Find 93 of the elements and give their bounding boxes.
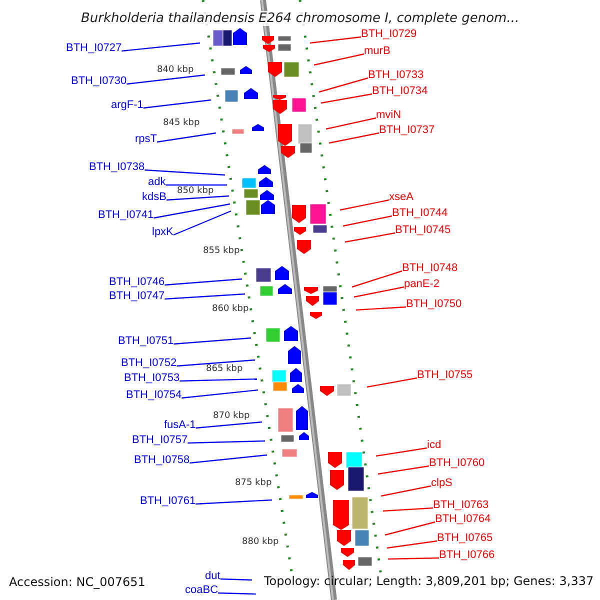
gene-label: BTH_I0746 [109, 277, 165, 288]
leader-line [218, 592, 256, 595]
leader-line [173, 210, 232, 236]
leader-line [190, 454, 268, 464]
gene-label: BTH_I0766 [439, 550, 495, 561]
leader-line [196, 499, 272, 505]
gene-label: BTH_I0741 [98, 210, 154, 221]
gene-label: BTH_I0755 [417, 370, 473, 381]
gene-label: BTH_I0765 [437, 533, 493, 544]
gene-label: icd [427, 440, 442, 451]
tick-label: 860 kbp [211, 304, 250, 314]
leader-line [318, 77, 368, 93]
leader-line [310, 36, 362, 44]
gene-label: argF-1 [111, 100, 144, 111]
gene-label: BTH_I0747 [109, 291, 165, 302]
gene-label: murB [364, 46, 390, 57]
leader-line [380, 485, 432, 497]
leader-line [220, 578, 252, 581]
gene-label: BTH_I0758 [134, 455, 190, 466]
tick-label: 840 kbp [156, 66, 195, 74]
gene-label: BTH_I0763 [433, 500, 489, 511]
gene-label: BTH_I0729 [361, 29, 417, 40]
tick-label: 855 kbp [202, 246, 241, 256]
accession-text: Accession: NC_007651 [9, 576, 146, 588]
gene-label: rpsT [135, 134, 157, 145]
gene-label: BTH_I0753 [124, 373, 180, 384]
gene-label: fusA-1 [164, 420, 196, 431]
leader-line [164, 293, 246, 300]
leader-line [164, 278, 242, 286]
gene-label: BTH_I0738 [89, 162, 145, 173]
leader-line [366, 377, 418, 388]
leader-line [320, 93, 372, 104]
leader-line [143, 99, 212, 109]
gene-label: BTH_I0737 [379, 125, 435, 136]
gene-label: BTH_I0754 [126, 390, 182, 401]
leader-line [182, 389, 258, 399]
gene-label: adk [148, 177, 166, 188]
leader-line [180, 378, 258, 382]
gene-label: coaBC [185, 585, 218, 596]
gene-label: BTH_I0752 [121, 358, 177, 369]
leader-line [388, 557, 440, 560]
leader-line [176, 359, 256, 367]
leader-line [340, 199, 390, 211]
leader-line [326, 117, 376, 130]
leader-line [126, 74, 206, 85]
tick-label: 870 kbp [212, 412, 251, 420]
gene-label: kdsB [142, 192, 166, 203]
tick-label: 850 kbp [176, 186, 215, 196]
leader-line [144, 169, 226, 176]
gene-label: dut [205, 571, 220, 582]
tick-label: 880 kbp [241, 538, 280, 546]
gene-label: BTH_I0757 [132, 435, 188, 446]
leader-line [378, 465, 430, 475]
gene-label: lpxK [152, 227, 174, 238]
summary-text: Topology: circular; Length: 3,809,201 bp; Genes: 3,337 [264, 575, 594, 587]
tick-label: 865 kbp [205, 364, 244, 374]
gene-label: BTH_I0745 [395, 225, 451, 236]
leader-line [376, 447, 428, 457]
gene-label: BTH_I0751 [118, 336, 174, 347]
leader-line [166, 195, 230, 201]
gene-label: clpS [431, 478, 452, 489]
gene-label: BTH_I0750 [406, 299, 462, 310]
gene-label: BTH_I0734 [372, 86, 428, 97]
tick-label: 845 kbp [162, 118, 201, 128]
gene-label: panE-2 [404, 279, 440, 290]
leader-line [174, 337, 252, 345]
gene-label: BTH_I0730 [71, 76, 127, 87]
leader-line [384, 521, 436, 536]
tick-label: 875 kbp [234, 478, 273, 488]
leader-line [196, 421, 262, 429]
leader-line [342, 215, 392, 227]
leader-line [354, 286, 404, 298]
leader-line [166, 184, 227, 186]
leader-line [386, 540, 438, 549]
leader-line [344, 232, 396, 243]
leader-line [154, 203, 230, 219]
leader-line [382, 507, 434, 512]
leader-line [352, 270, 402, 288]
leader-line [356, 306, 406, 311]
gene-label: BTH_I0760 [429, 458, 485, 469]
gene-label: BTH_I0748 [402, 263, 458, 274]
leader-line [156, 132, 216, 143]
gene-label: mviN [376, 110, 402, 121]
gene-label: xseA [389, 192, 414, 203]
leader-line [314, 53, 364, 66]
leader-line [122, 42, 200, 52]
gene-label: BTH_I0764 [435, 514, 491, 525]
gene-label: BTH_I0744 [392, 208, 448, 219]
gene-label: BTH_I0727 [66, 43, 122, 54]
gene-label: BTH_I0733 [368, 70, 424, 81]
leader-line [328, 132, 380, 144]
leader-line [188, 440, 266, 444]
gene-label: BTH_I0761 [140, 496, 196, 507]
